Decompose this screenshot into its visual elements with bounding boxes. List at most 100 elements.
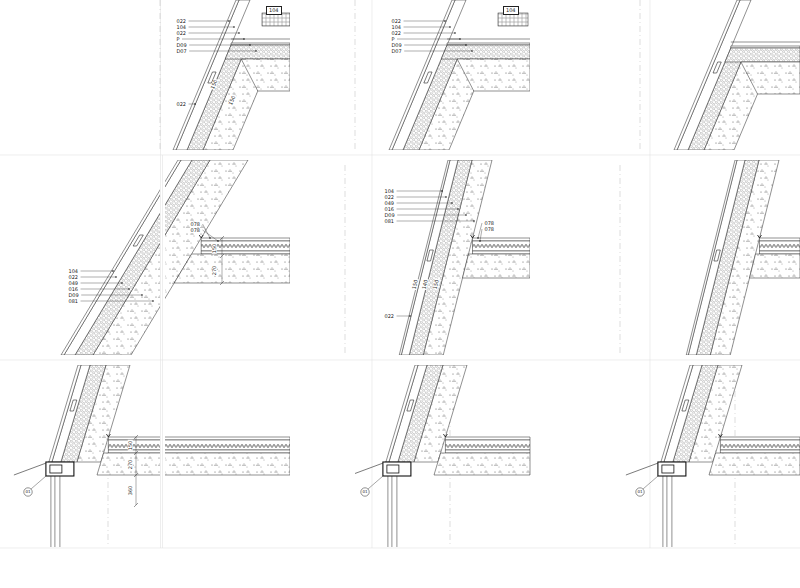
callout-number: D09: [68, 293, 79, 298]
leader-dot: [209, 237, 211, 239]
dimension-text: 150: [411, 278, 418, 289]
glazing-line: [50, 476, 51, 547]
dimension-text: 270: [127, 459, 132, 470]
callout-number: 078: [190, 222, 201, 227]
roof-membrane: [447, 43, 530, 45]
detail-panel: [399, 160, 530, 355]
callout-number: D07: [391, 49, 402, 54]
callout-number: 022: [176, 31, 187, 36]
leader-dot: [243, 38, 245, 40]
roof-insulation: [725, 48, 800, 62]
dimension-text: 150: [127, 440, 132, 451]
leader-line: [397, 215, 466, 216]
dimension-text: 360: [127, 485, 132, 496]
leader-dot: [441, 190, 443, 192]
callout-number: 078: [484, 221, 495, 226]
leader-dot: [228, 20, 230, 22]
cladding-panel: [661, 365, 693, 462]
glazing-line: [671, 476, 672, 547]
cladding-panel: [173, 0, 239, 150]
cladding-panel: [61, 160, 160, 355]
dimension-tick: [220, 254, 224, 258]
dimension-text: 140: [421, 278, 428, 289]
heating-screed: [165, 440, 290, 450]
leader-dot: [459, 38, 461, 40]
leader-line: [189, 21, 229, 22]
callout-number: 016: [384, 207, 395, 212]
leader-dot: [115, 276, 117, 278]
joint-mark: [471, 235, 475, 238]
leader-dot: [128, 288, 130, 290]
section-marker: [361, 488, 369, 496]
cladding-panel: [674, 0, 740, 150]
dimension-tick: [134, 451, 138, 455]
roof-insulation: [441, 45, 530, 59]
callout-number: 104: [503, 6, 519, 15]
leader-line: [189, 27, 234, 28]
leader-dot: [451, 202, 453, 204]
roof-edge: [447, 39, 530, 40]
leader-dot: [112, 270, 114, 272]
leader-line: [480, 229, 482, 241]
leader-dot: [477, 237, 479, 239]
glazing-line: [59, 476, 60, 547]
cladding-panel: [49, 365, 81, 462]
ventilated-cavity: [165, 160, 192, 355]
dimension-tick: [220, 281, 224, 285]
heating-screed: [473, 241, 531, 251]
leader-dot: [238, 32, 240, 34]
leader-dot: [445, 196, 447, 198]
floor-finish: [760, 238, 800, 241]
dimension-tick: [134, 503, 138, 507]
separation-layer: [108, 450, 160, 453]
leader-line: [81, 301, 153, 302]
leader-dot: [444, 20, 446, 22]
detail-panel: [165, 160, 290, 355]
ventilated-cavity: [52, 365, 90, 462]
panel-separator: [0, 155, 800, 156]
cladding-panel: [686, 160, 737, 355]
leader-line: [81, 271, 113, 272]
marker-leader: [31, 476, 46, 489]
leader-line: [203, 230, 218, 241]
separation-layer: [720, 450, 800, 453]
glazing-line: [662, 476, 663, 547]
leader-dot: [121, 282, 123, 284]
callout-number: 022: [391, 31, 402, 36]
ventilated-cavity: [389, 365, 427, 462]
panel-separator: [0, 360, 800, 361]
cladding-overhang: [14, 462, 49, 475]
callout-number: D09: [176, 43, 187, 48]
dimension-text: 150: [210, 78, 219, 90]
roof-slab: [741, 62, 800, 94]
batten-symbol: [682, 400, 689, 411]
panel-separator: [162, 155, 163, 548]
detail-panel: [355, 365, 530, 547]
dimension-text: 150: [228, 94, 237, 106]
callout-number: 022: [391, 19, 402, 24]
axis-line: [355, 0, 356, 150]
callout-number: 016: [68, 287, 79, 292]
leader-line: [404, 51, 472, 52]
glazing-line: [54, 476, 55, 547]
dimension-text: 150: [211, 243, 216, 254]
callout-number: P: [176, 37, 180, 42]
detail-panel: [686, 160, 800, 355]
detail-panel: [389, 0, 530, 150]
detail-panel: [626, 365, 800, 547]
heating-screed: [720, 440, 800, 450]
leader-line: [81, 277, 116, 278]
cladding-panel: [399, 160, 450, 355]
cladding-overhang: [626, 462, 661, 475]
leader-line: [478, 223, 482, 238]
callout-number: P: [391, 37, 395, 42]
leader-line: [81, 283, 122, 284]
ventilated-cavity: [664, 365, 702, 462]
cladding-panel: [389, 0, 455, 150]
marker-leader: [368, 476, 383, 489]
batten-symbol: [427, 250, 433, 261]
floor-finish: [445, 437, 530, 440]
batten-symbol: [713, 62, 721, 73]
joint-mark: [718, 434, 722, 437]
